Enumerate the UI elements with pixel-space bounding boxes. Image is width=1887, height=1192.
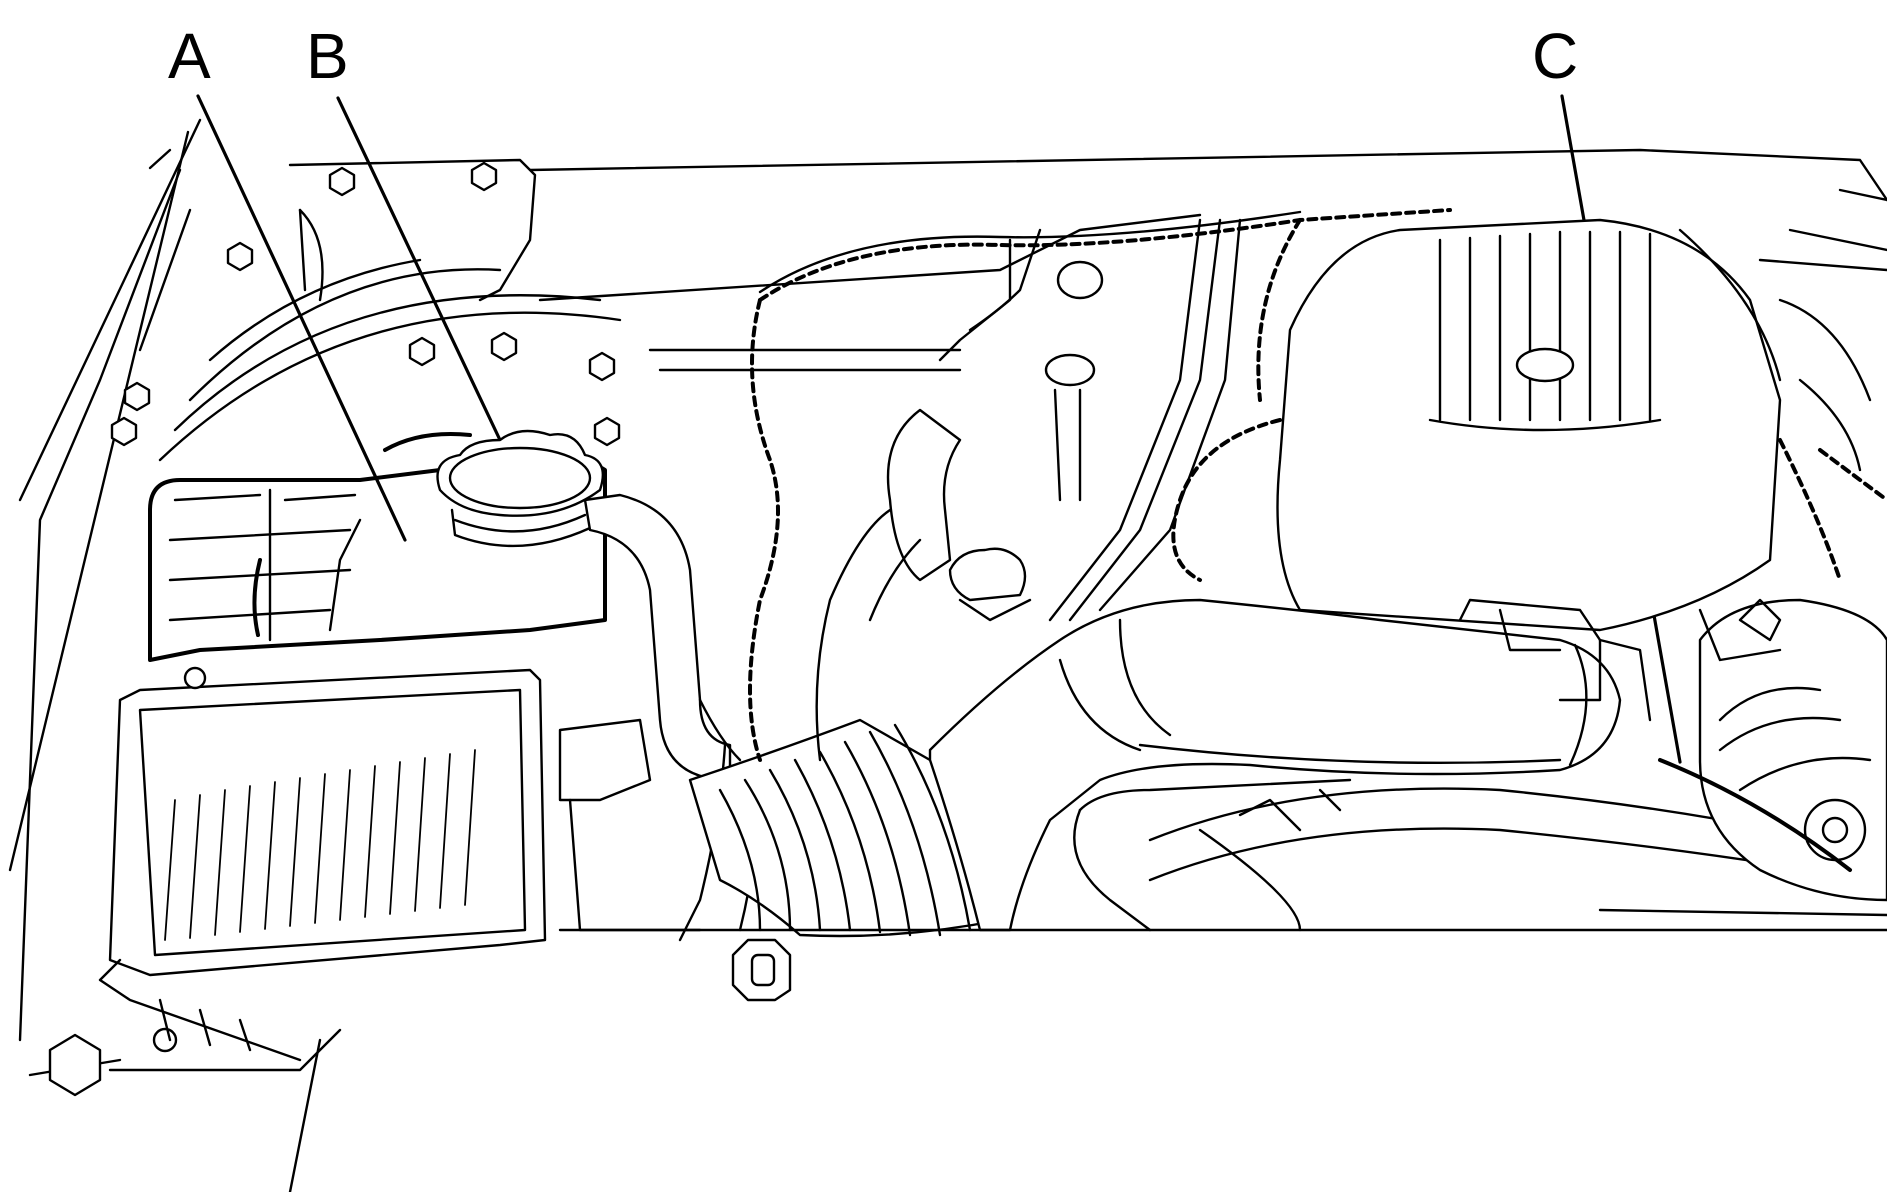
left-fender-lines [8, 118, 342, 1192]
component-a-housing [148, 453, 607, 662]
leader-line-a [196, 94, 407, 542]
metal-lines [648, 218, 1242, 622]
bolt-icon [123, 381, 151, 412]
component-c-alternator [1698, 598, 1887, 902]
fittings [948, 260, 1104, 622]
bolt-icon [470, 161, 498, 192]
sensor-bracket [1458, 598, 1652, 722]
alternator-pulley-icon [1803, 798, 1867, 862]
ps-reservoir-cap-icon [948, 547, 1027, 602]
component-b-reservoir-cap [383, 429, 605, 548]
drive-belt [1658, 758, 1852, 872]
air-intake-duct [928, 598, 1622, 932]
front-valance [558, 908, 1887, 1002]
bolt-icon [490, 331, 518, 362]
bolt-icon [110, 416, 138, 447]
callout-label-c: C [1532, 20, 1578, 92]
fitting-cap-icon [1056, 260, 1104, 300]
fitting-cap-icon [1044, 353, 1096, 387]
fan-shroud [158, 208, 622, 462]
engine-cover [1276, 218, 1782, 632]
heater-hose [815, 408, 962, 762]
bolt-icon [588, 351, 616, 382]
right-side-details [1698, 258, 1887, 662]
bolt-icon [183, 666, 207, 690]
air-filter-box [98, 666, 547, 1062]
bolt-icon [226, 241, 254, 272]
bolt-icon [408, 336, 436, 367]
callout-label-b: B [306, 20, 349, 92]
cover-bolt-icon [1515, 347, 1575, 383]
bolt-icon [328, 166, 356, 197]
hood-latch-icon [731, 938, 792, 1002]
corner-bolt-icon [48, 1033, 102, 1097]
callout-label-a: A [168, 20, 211, 92]
support-bolts [110, 161, 621, 447]
leader-line-b [336, 96, 502, 442]
bolt-icon [593, 416, 621, 447]
bolt-icon [152, 1027, 178, 1053]
filter-ribs [164, 749, 476, 941]
